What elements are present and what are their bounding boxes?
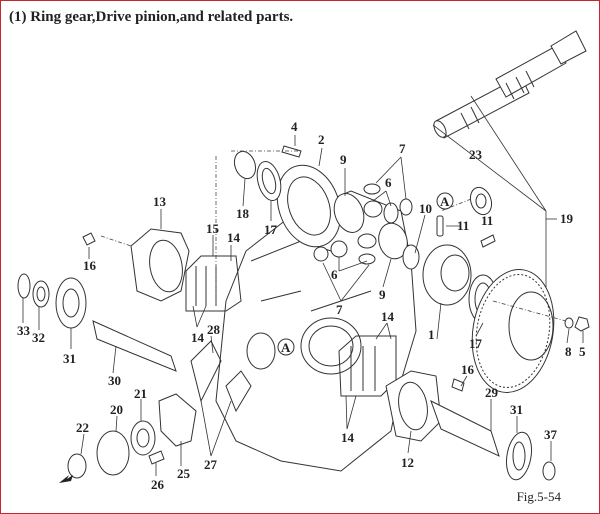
callout-9-top: 9	[340, 152, 347, 167]
ring-gear	[471, 269, 555, 393]
callout-14-bottom-right: 14	[341, 430, 355, 445]
callout-14-top-right: 14	[381, 309, 395, 324]
callout-18: 18	[236, 206, 250, 221]
part-37-snap-ring	[542, 461, 556, 481]
callout-12: 12	[401, 455, 414, 470]
callout-17-right: 17	[469, 336, 483, 351]
callout-8: 8	[565, 344, 572, 359]
callout-15: 15	[206, 221, 220, 236]
callout-22: 22	[76, 420, 89, 435]
part-25-holder	[158, 393, 197, 447]
callout-6-top: 6	[385, 175, 392, 190]
callout-23: 23	[469, 147, 483, 162]
callout-5: 5	[579, 344, 586, 359]
callout-14-bottom-left: 14	[191, 330, 205, 345]
callout-28: 28	[207, 322, 221, 337]
callout-1: 1	[428, 327, 435, 342]
part-22-nut	[67, 453, 87, 479]
callout-27: 27	[204, 457, 218, 472]
direction-arrow-icon	[59, 475, 73, 483]
callout-10: 10	[419, 201, 432, 216]
callout-31-left: 31	[63, 351, 76, 366]
figure-label: Fig.5-54	[516, 489, 561, 504]
part-31-bearing-left	[55, 277, 87, 329]
part-31-bearing-right	[505, 431, 533, 481]
shift-forks	[190, 340, 252, 413]
callout-labels: 4 2 9 7 6 18 17 10 6 9 7 11 11 23 19 1 1…	[17, 119, 586, 492]
callout-32: 32	[32, 330, 45, 345]
shims-left	[185, 255, 242, 312]
reference-marker-a-top: A	[436, 192, 454, 210]
part-29-shaft	[430, 399, 500, 457]
callout-16-left: 16	[83, 258, 97, 273]
part-18-nut	[233, 150, 257, 180]
callout-37: 37	[544, 427, 558, 442]
reference-marker-a-body: A	[277, 338, 295, 356]
callout-9-bottom: 9	[379, 287, 386, 302]
callout-7-bottom: 7	[336, 302, 343, 317]
callout-19: 19	[560, 211, 574, 226]
callout-6-bottom: 6	[331, 267, 338, 282]
part-8-washer	[564, 317, 574, 329]
part-13-cover	[130, 228, 190, 302]
svg-text:A: A	[440, 194, 450, 209]
callout-31-right: 31	[510, 402, 523, 417]
part-23-bearing	[469, 186, 493, 216]
callout-2: 2	[318, 132, 325, 147]
part-4-bolt	[281, 145, 302, 158]
part-21-bearing	[130, 420, 156, 456]
callout-13: 13	[153, 194, 167, 209]
part-33-snap-ring	[17, 273, 31, 299]
part-20-gear	[96, 430, 130, 476]
part-26-bolt	[148, 450, 165, 465]
callout-20: 20	[110, 402, 123, 417]
callout-17-left: 17	[264, 222, 278, 237]
callout-11-a: 11	[457, 218, 469, 233]
part-32-washer	[32, 280, 50, 308]
svg-text:A: A	[281, 340, 291, 355]
part-16-bolt	[82, 232, 96, 246]
callout-4: 4	[291, 119, 298, 134]
callout-29: 29	[485, 385, 499, 400]
part-2-cover	[276, 164, 342, 248]
callout-21: 21	[134, 386, 147, 401]
callout-30: 30	[108, 373, 121, 388]
callout-7-top: 7	[399, 141, 406, 156]
part-30-shaft	[92, 320, 177, 372]
callout-26: 26	[151, 477, 165, 492]
callout-14-top-left: 14	[227, 230, 241, 245]
callout-11-b: 11	[481, 213, 493, 228]
callout-33: 33	[17, 323, 31, 338]
callout-16-right: 16	[461, 362, 475, 377]
part-16-bolt-right	[451, 378, 465, 392]
drive-pinion-shaft	[433, 30, 587, 139]
part-1-diff-case	[422, 215, 496, 306]
callout-25: 25	[177, 466, 191, 481]
part-5-nut	[574, 316, 590, 332]
diagram-title: (1) Ring gear,Drive pinion,and related p…	[9, 9, 294, 25]
